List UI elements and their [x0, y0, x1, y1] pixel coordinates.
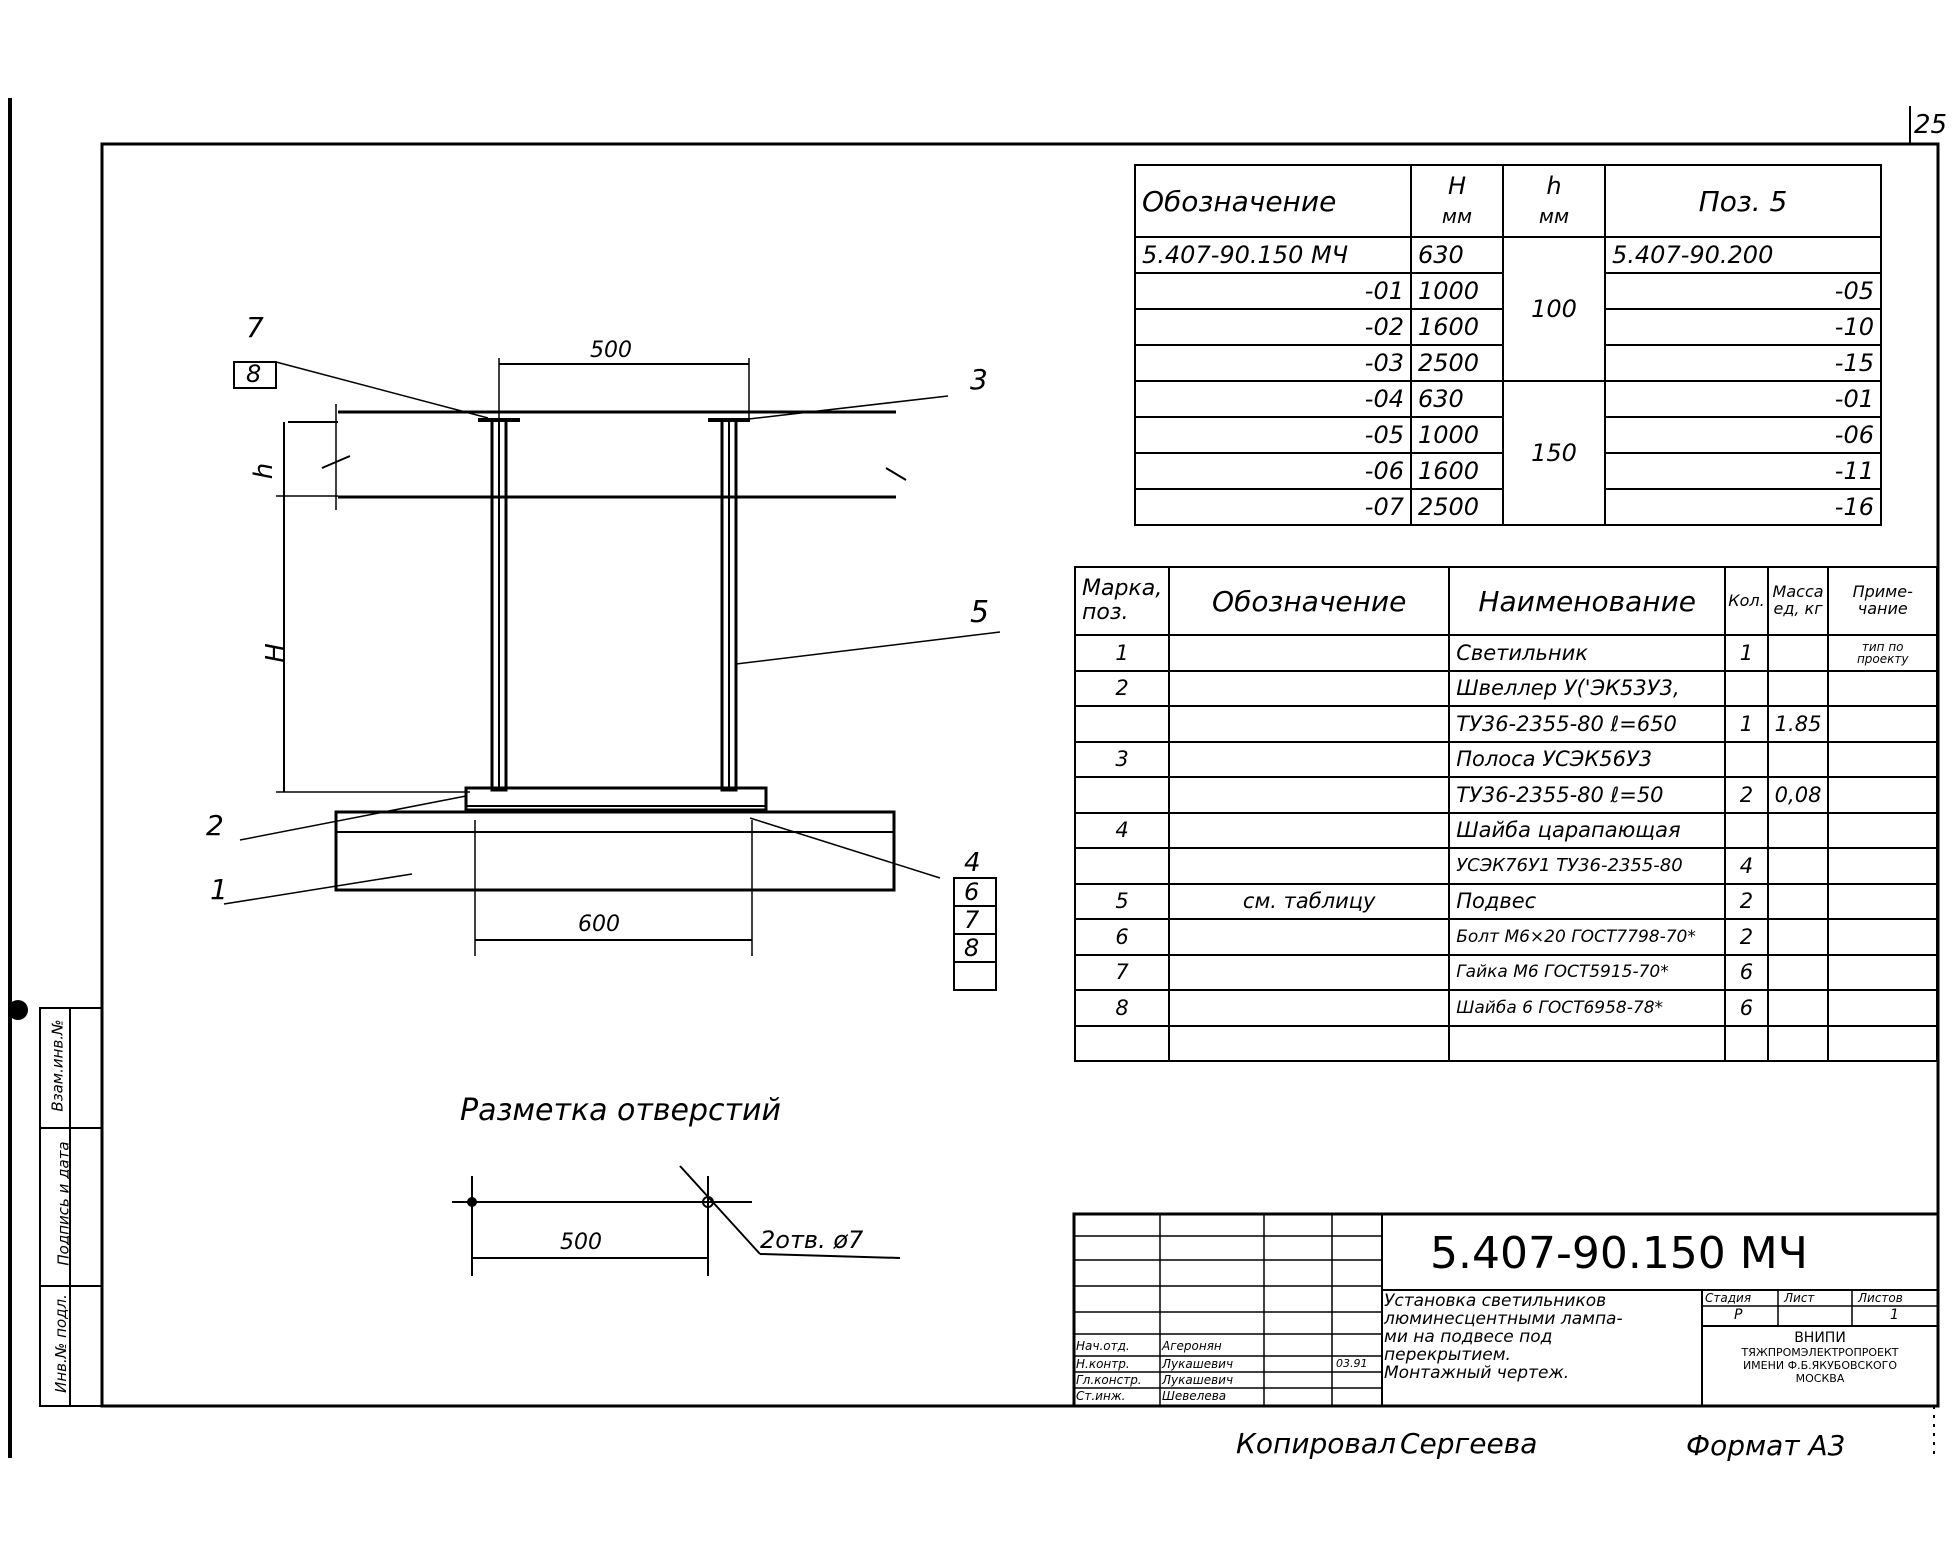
- table-row: -03 2500 -15: [1134, 344, 1882, 382]
- copied-name: Сергеева: [1400, 1427, 1538, 1460]
- callout-1: 1: [210, 873, 228, 906]
- callout-5: 5: [970, 595, 990, 630]
- dim-h-label: h: [249, 462, 280, 480]
- signer-role: Н.контр.: [1076, 1357, 1130, 1371]
- marking-title: Разметка отверстий: [460, 1093, 782, 1128]
- callout-8-bottom: 8: [964, 934, 980, 962]
- stage-label: Стадия: [1705, 1291, 1752, 1305]
- marking-dim: 500: [560, 1230, 602, 1255]
- signer-name: Лукашевич: [1162, 1373, 1234, 1387]
- callout-6: 6: [964, 878, 980, 906]
- dim-bottom-width: 600: [578, 912, 620, 937]
- signer-name: Агеронян: [1162, 1339, 1222, 1353]
- signer-role: Гл.констр.: [1076, 1373, 1142, 1387]
- table-row: -07 2500 -16: [1134, 488, 1882, 526]
- table-row: УСЭК76У1 ТУ36-2355-80 4: [1073, 847, 1938, 885]
- table-row: 4 Шайба царапающая: [1073, 811, 1938, 849]
- format-label: Формат А3: [1686, 1429, 1846, 1462]
- side-stamp-replace: Взам.инв.№: [48, 1019, 67, 1112]
- callout-8-top: 8: [246, 360, 262, 388]
- h-group-150: 150: [1502, 380, 1606, 526]
- marking-holes: 2отв. ø7: [760, 1226, 864, 1254]
- variants-header-pos5: Поз. 5: [1604, 164, 1882, 238]
- sheets-label: Листов: [1858, 1291, 1903, 1305]
- signer-role: Нач.отд.: [1076, 1339, 1130, 1353]
- callout-3: 3: [970, 363, 988, 396]
- callout-4: 4: [964, 848, 981, 878]
- spec-header-note: Приме- чание: [1827, 566, 1938, 636]
- spec-header-mass: Масса ед, кг: [1766, 566, 1830, 636]
- spec-header-qty: Кол.: [1724, 566, 1769, 636]
- table-row: [1073, 1024, 1938, 1062]
- table-row: -01 1000 -05: [1134, 272, 1882, 310]
- callout-7-bottom: 7: [964, 906, 980, 934]
- spec-header-designation: Обозначение: [1168, 566, 1451, 636]
- table-row: 7 Гайка М6 ГОСТ5915-70* 6: [1073, 953, 1938, 991]
- table-row: 5.407-90.150 МЧ 630 100 5.407-90.200: [1134, 236, 1882, 382]
- stage-value: Р: [1734, 1307, 1743, 1323]
- table-row: -02 1600 -10: [1134, 308, 1882, 346]
- copied-label: Копировал: [1236, 1427, 1396, 1460]
- table-row: 6 Болт М6×20 ГОСТ7798-70* 2: [1073, 918, 1938, 956]
- doc-title: Установка светильников люминесцентными л…: [1384, 1291, 1623, 1383]
- table-row: 5 см. таблицу Подвес 2: [1073, 882, 1938, 920]
- table-row: -04 630 150 -01: [1134, 380, 1882, 526]
- spec-header-name: Наименование: [1448, 566, 1727, 636]
- table-row: 8 Шайба 6 ГОСТ6958-78* 6: [1073, 989, 1938, 1027]
- table-row: 1 Светильник 1 тип по проекту: [1073, 634, 1938, 672]
- doc-number: 5.407-90.150 МЧ: [1430, 1228, 1808, 1279]
- sheet-label: Лист: [1784, 1291, 1815, 1305]
- table-row: -05 1000 -06: [1134, 416, 1882, 454]
- signer-name: Шевелева: [1162, 1389, 1227, 1403]
- table-row: ТУ36-2355-80 ℓ=650 1 1.85: [1073, 705, 1938, 743]
- dim-H-label: H: [260, 643, 291, 663]
- page-number: 25: [1914, 110, 1948, 140]
- sheets-value: 1: [1890, 1307, 1899, 1323]
- callout-2: 2: [206, 809, 224, 842]
- spec-header-mark: Марка, поз.: [1073, 566, 1171, 636]
- table-row: 2 Швеллер У('ЭК53У3,: [1073, 669, 1938, 707]
- table-row: ТУ36-2355-80 ℓ=50 2 0,08: [1073, 776, 1938, 814]
- signer-date: 03.91: [1336, 1357, 1368, 1370]
- side-stamp-inv: Инв.№ подл.: [51, 1294, 70, 1393]
- signer-role: Ст.инж.: [1076, 1389, 1126, 1403]
- variants-header-designation: Обозначение: [1134, 164, 1412, 238]
- dim-top-width: 500: [590, 338, 632, 363]
- organization: ВНИПИ ТЯЖПРОМЭЛЕКТРОПРОЕКТ ИМЕНИ Ф.Б.ЯКУ…: [1741, 1330, 1899, 1385]
- specification-table: Марка, поз. Обозначение Наименование Кол…: [1073, 566, 1938, 1062]
- signer-name: Лукашевич: [1162, 1357, 1234, 1371]
- table-row: 3 Полоса УСЭК56У3: [1073, 740, 1938, 778]
- callout-7-top: 7: [246, 311, 264, 344]
- h-group-100: 100: [1502, 236, 1606, 382]
- side-stamp-sign: Подпись и дата: [54, 1141, 73, 1266]
- table-row: -06 1600 -11: [1134, 452, 1882, 490]
